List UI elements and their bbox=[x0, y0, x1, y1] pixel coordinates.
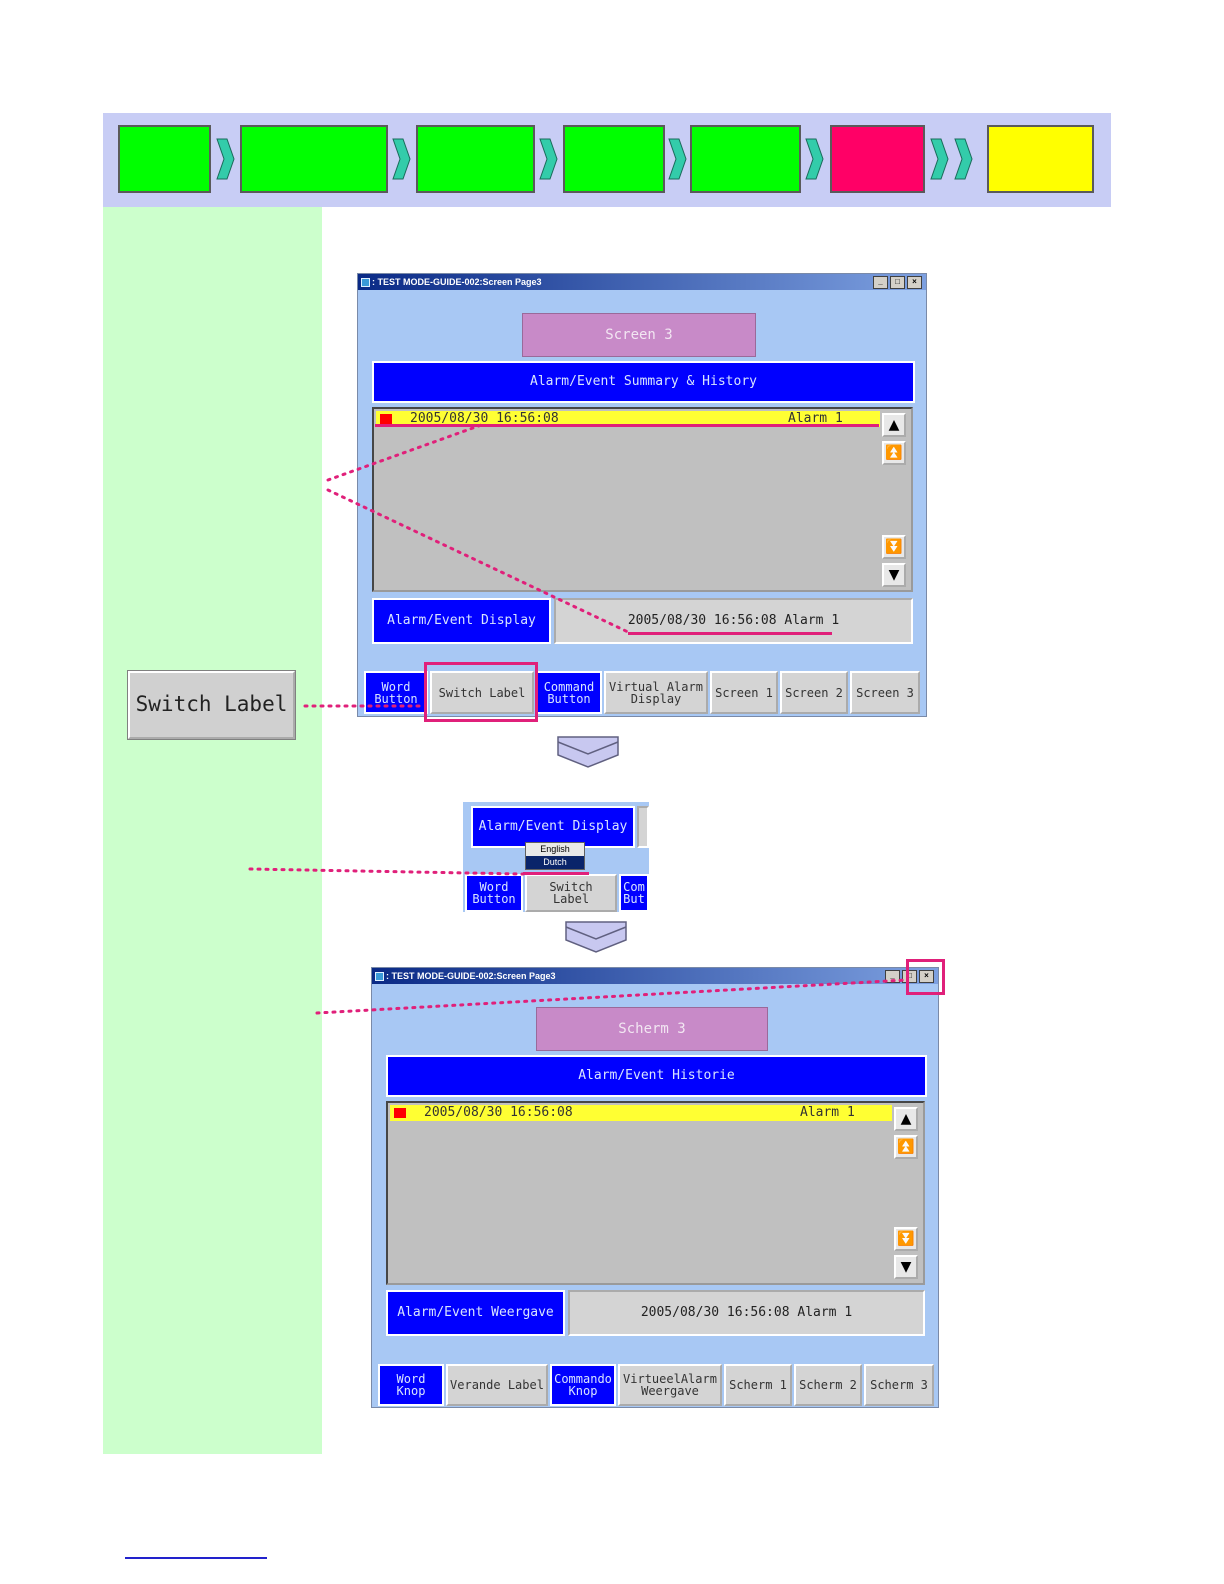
window-title: : TEST MODE-GUIDE-002:Screen Page3 bbox=[372, 277, 542, 287]
tab-screen-3[interactable]: Screen 3 bbox=[850, 671, 920, 714]
step-3 bbox=[416, 125, 535, 193]
tab-switch-label[interactable]: Switch Label bbox=[525, 874, 617, 912]
tab-word-button[interactable]: Word Button bbox=[465, 874, 523, 912]
chevron-icon bbox=[539, 138, 558, 180]
chevron-icon bbox=[668, 138, 687, 180]
summary-title-bar: Alarm/Event Historie bbox=[386, 1055, 927, 1097]
screen-label: Scherm 3 bbox=[536, 1007, 768, 1051]
menu-item-dutch[interactable]: Dutch bbox=[526, 856, 584, 869]
chevron-icon bbox=[392, 138, 411, 180]
step-6 bbox=[830, 125, 925, 193]
alarm-time: 2005/08/30 16:56:08 bbox=[410, 411, 559, 426]
step-2 bbox=[240, 125, 388, 193]
minimize-button[interactable]: _ bbox=[873, 276, 888, 289]
tab-scherm-3[interactable]: Scherm 3 bbox=[864, 1364, 934, 1406]
tab-verande-label[interactable]: Verande Label bbox=[446, 1364, 548, 1406]
close-button-highlight bbox=[906, 959, 945, 995]
alarm-list: 2005/08/30 16:56:08 Alarm 1 ▲ ⏫ ⏬ ▼ bbox=[386, 1101, 925, 1285]
hmi-window-english: : TEST MODE-GUIDE-002:Screen Page3 _ □ ×… bbox=[357, 273, 927, 717]
alarm-row[interactable]: 2005/08/30 16:56:08 Alarm 1 bbox=[376, 411, 880, 427]
window-titlebar: : TEST MODE-GUIDE-002:Screen Page3 _ □ × bbox=[372, 968, 938, 984]
alarm-name: Alarm 1 bbox=[788, 411, 843, 426]
scroll-top-button[interactable]: ⏫ bbox=[882, 441, 906, 465]
step-5 bbox=[690, 125, 801, 193]
step-7 bbox=[987, 125, 1094, 193]
arrow-down-icon bbox=[557, 736, 619, 768]
switch-label-button[interactable]: Switch Label bbox=[128, 671, 295, 739]
tab-screen-2[interactable]: Screen 2 bbox=[780, 671, 848, 714]
alarm-list: 2005/08/30 16:56:08 Alarm 1 ▲ ⏫ ⏬ ▼ bbox=[372, 407, 913, 592]
minimize-button[interactable]: _ bbox=[885, 970, 900, 983]
step-1 bbox=[118, 125, 211, 193]
step-bar bbox=[103, 113, 1111, 207]
close-button[interactable]: × bbox=[919, 970, 934, 983]
tab-command-button[interactable]: Com But bbox=[619, 874, 649, 912]
tab-virtual-alarm-display[interactable]: Virtual Alarm Display bbox=[604, 671, 708, 714]
display-label: Alarm/Event Display bbox=[372, 598, 551, 644]
dutch-highlight bbox=[523, 872, 589, 875]
tab-word-button[interactable]: Word Button bbox=[364, 671, 428, 714]
side-panel bbox=[103, 207, 322, 1454]
display-label: Alarm/Event Display bbox=[471, 806, 635, 848]
tab-virtueel-alarm-weergave[interactable]: VirtueelAlarm Weergave bbox=[618, 1364, 722, 1406]
close-button[interactable]: × bbox=[907, 276, 922, 289]
screen-label: Screen 3 bbox=[522, 313, 756, 357]
language-menu: English Dutch bbox=[525, 842, 585, 870]
tab-scherm-2[interactable]: Scherm 2 bbox=[794, 1364, 862, 1406]
chevron-icon bbox=[805, 138, 824, 180]
scroll-up-button[interactable]: ▲ bbox=[882, 413, 906, 437]
footer-link-underline[interactable] bbox=[125, 1557, 267, 1559]
display-value-highlight bbox=[628, 632, 832, 635]
tab-scherm-1[interactable]: Scherm 1 bbox=[724, 1364, 792, 1406]
alarm-row[interactable]: 2005/08/30 16:56:08 Alarm 1 bbox=[390, 1105, 892, 1121]
alarm-display-value: 2005/08/30 16:56:08 Alarm 1 bbox=[554, 598, 913, 644]
window-title: : TEST MODE-GUIDE-002:Screen Page3 bbox=[386, 971, 556, 981]
step-4 bbox=[563, 125, 665, 193]
tab-command-button[interactable]: Command Button bbox=[536, 671, 602, 714]
alarm-indicator bbox=[394, 1108, 406, 1118]
hmi-window-dutch: : TEST MODE-GUIDE-002:Screen Page3 _ □ ×… bbox=[371, 967, 939, 1408]
tab-screen-1[interactable]: Screen 1 bbox=[710, 671, 778, 714]
scroll-top-button[interactable]: ⏫ bbox=[894, 1135, 918, 1159]
chevron-icon bbox=[954, 138, 973, 180]
switch-label-highlight bbox=[424, 662, 538, 722]
alarm-time: 2005/08/30 16:56:08 bbox=[424, 1105, 573, 1120]
window-titlebar: : TEST MODE-GUIDE-002:Screen Page3 _ □ × bbox=[358, 274, 926, 290]
app-icon bbox=[361, 278, 370, 287]
tab-switch-label[interactable]: Switch Label bbox=[430, 671, 534, 714]
scroll-bottom-button[interactable]: ⏬ bbox=[894, 1227, 918, 1251]
tab-word-knop[interactable]: Word Knop bbox=[378, 1364, 444, 1406]
app-icon bbox=[375, 972, 384, 981]
alarm-row-highlight bbox=[375, 424, 879, 427]
menu-item-english[interactable]: English bbox=[540, 844, 570, 854]
scroll-down-button[interactable]: ▼ bbox=[894, 1255, 918, 1279]
scroll-up-button[interactable]: ▲ bbox=[894, 1107, 918, 1131]
chevron-icon bbox=[930, 138, 949, 180]
alarm-name: Alarm 1 bbox=[800, 1105, 855, 1120]
scroll-down-button[interactable]: ▼ bbox=[882, 563, 906, 587]
chevron-icon bbox=[216, 138, 235, 180]
display-label: Alarm/Event Weergave bbox=[386, 1290, 565, 1336]
display-value-edge bbox=[637, 806, 649, 848]
alarm-indicator bbox=[380, 414, 392, 424]
summary-title-bar: Alarm/Event Summary & History bbox=[372, 361, 915, 403]
tab-commando-knop[interactable]: Commando Knop bbox=[550, 1364, 616, 1406]
scroll-bottom-button[interactable]: ⏬ bbox=[882, 535, 906, 559]
arrow-down-icon bbox=[565, 921, 627, 953]
language-menu-crop: Alarm/Event Display English Dutch Word B… bbox=[463, 802, 649, 912]
alarm-display-value: 2005/08/30 16:56:08 Alarm 1 bbox=[568, 1290, 925, 1336]
maximize-button[interactable]: □ bbox=[890, 276, 905, 289]
